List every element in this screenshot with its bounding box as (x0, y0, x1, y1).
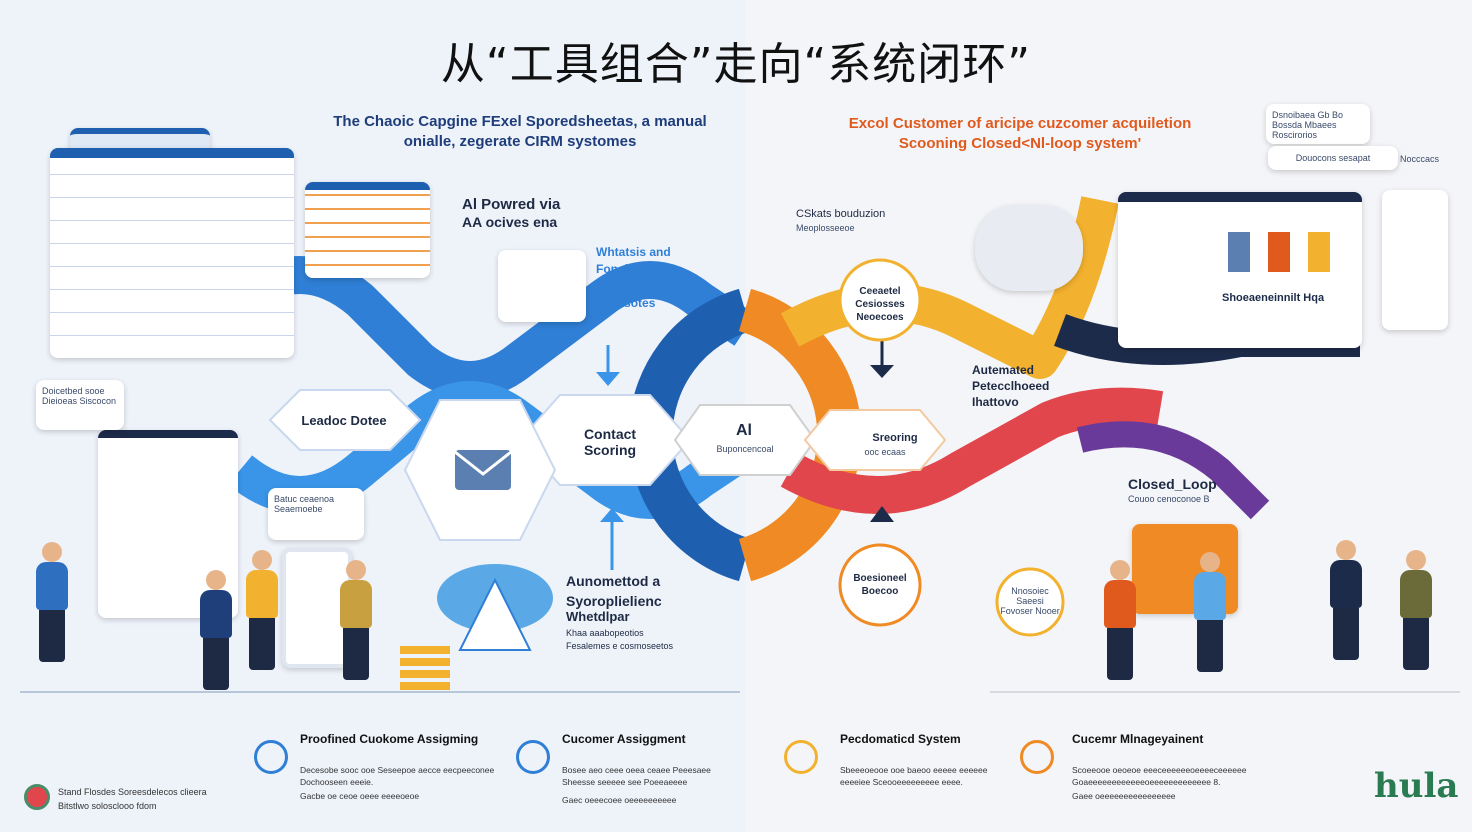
top-note-card: Dsnoibaea Gb Bo Bossda Mbaees Roscirorio… (1266, 104, 1370, 144)
ai-powered-sub: AA ocives ena (462, 214, 558, 230)
down-arrow-icon (596, 372, 620, 386)
person-right-3 (1330, 540, 1362, 660)
pencil-bubble (975, 205, 1083, 291)
ai-chat-bubble (498, 250, 586, 322)
bottom-icon-2 (516, 740, 550, 774)
chat-sub-label: Meoplosseeoe (796, 223, 855, 233)
scoring-label: Sreoring (872, 432, 918, 444)
chart-bar-3 (1308, 232, 1330, 272)
bubble-left: Doicetbed sooe Dieioeas Siscocon (36, 380, 124, 430)
left-subtitle-line2: onialle, zegerate CIRM systomes (403, 133, 637, 150)
down-arrow-icon-right (870, 365, 894, 378)
person-right-1 (1104, 560, 1136, 680)
ai-sub-label: Buponcencoal (716, 444, 774, 454)
bottom-item-2-title: Cucomer Assiggment (562, 732, 686, 746)
nnosoiec-circle (995, 567, 1065, 637)
closed-loop-label: Closed_Loop (1128, 476, 1217, 492)
left-subtitle-line1: The Chaoic Capgine FExel Sporedsheetas, … (333, 113, 707, 130)
right-subtitle-line1: Excol Customer of aricipe cuzcomer acqui… (848, 115, 1192, 132)
person-right-2 (1194, 552, 1226, 672)
boesioneel-label: Boesioneel Boecoo (853, 573, 907, 597)
scoring-sub-label: ooc ecaas (864, 447, 906, 457)
corner-note-line1: Stand Flosdes Soreesdelecos clieera (58, 787, 207, 797)
chat-label: CSkats bouduzion (796, 208, 886, 220)
red-flow-band (780, 387, 1164, 514)
scoring-hexagon (803, 409, 947, 471)
bottom-item-2-foot: Gaec oeeecoee oeeeeeeeeee (562, 795, 677, 805)
ai-powered-title: Al Powred via (462, 196, 561, 213)
brand-logo: hula (1374, 766, 1459, 806)
dashboard-label: Shoeaeneinnilt Hqa (1222, 292, 1325, 304)
right-dashboard: Shoeaeneinnilt Hqa (1118, 192, 1362, 348)
bottom-item-1-foot: Gacbe oe ceoe oeee eeeeoeoe (300, 791, 420, 801)
nnosoiec-label: Nnosoiec Saeesi Fovoser Nooer (1000, 586, 1060, 616)
automated-right-label: Autemated Petecclhoeed Ihattovo (972, 363, 1050, 409)
right-subtitle: Excol Customer of aricipe cuzcomer acqui… (820, 114, 1220, 154)
bottom-item-1-desc: Decesobe sooc ooe Seseepoe aecce eecpeec… (300, 765, 495, 787)
closed-loop-sub: Couoo cenoconoe B (1128, 494, 1210, 504)
up-arrow-icon-right (870, 506, 894, 522)
whatsapp-label: Whtatsis and Foneisecapier, Wororbeteaan… (596, 245, 680, 310)
bottom-item-3-title: Pecdomaticd System (840, 732, 961, 746)
right-subtitle-line2: Scooning Closed<Nl-loop system' (898, 135, 1142, 152)
chart-bar-2 (1268, 232, 1290, 272)
bottom-icon-3 (784, 740, 818, 774)
top-note-text: Dsnoibaea Gb Bo Bossda Mbaees Roscirorio… (1272, 110, 1344, 140)
ceeaded-circle (838, 258, 922, 342)
ceeaded-label: Ceeaetel Cesiosses Neoecoes (855, 285, 905, 323)
contact-scoring-label: Contact Scoring (583, 426, 637, 458)
bottom-icon-4 (1020, 740, 1054, 774)
bottom-item-1-title: Proofined Cuokome Assigming (300, 732, 479, 746)
top-note-label-2: Nocccacs (1400, 154, 1440, 164)
avatar-panel (1382, 190, 1448, 330)
spreadsheet-window-front (305, 182, 430, 278)
automated-label-1: Aunomettod a (566, 573, 661, 589)
bubble-left-text: Doicetbed sooe Dieioeas Siscocon (42, 386, 117, 406)
purple-flow-band (1076, 421, 1270, 520)
bubble-mid: Batuc ceaenoa Seaemoebe (268, 488, 364, 540)
left-subtitle: The Chaoic Capgine FExel Sporedsheetas, … (300, 112, 740, 152)
page-title: 从“工具组合”走向“系统闭环” (440, 39, 1032, 90)
person-right-4 (1400, 550, 1432, 670)
top-note-pill: Douocons sesapat (1268, 146, 1398, 170)
person-left-1 (36, 542, 68, 662)
automated-small-text: Khaa aaabopeotios Fesalemes e cosmoseeto… (566, 628, 674, 651)
bottom-item-2-desc: Bosee aeo ceee oeea ceaee Peeesaee Shees… (562, 765, 711, 787)
automated-label-2: Syoroplielienc (566, 593, 662, 609)
automated-label-3: Whetdlpar (566, 609, 630, 624)
bottom-item-3-desc: Sbeeeoeooe ooe baeoo eeeee eeeeee eeeeie… (840, 765, 988, 787)
person-left-3 (246, 550, 278, 670)
top-note-label-1: Douocons sesapat (1295, 153, 1371, 163)
bottom-item-4-title: Cucemr Mlnageyainent (1072, 732, 1204, 746)
mail-icon (455, 450, 511, 490)
warning-triangle-icon (458, 577, 532, 651)
person-left-4 (340, 560, 372, 680)
boesioneel-circle (838, 543, 922, 627)
bottom-item-4-desc: Scoeeooe oeoeoe eeeceeeeeeoeeeeceeeeee G… (1072, 765, 1247, 787)
person-left-2 (200, 570, 232, 690)
bottom-item-4-foot: Gaee oeeeeeeeeeeeeeeee (1072, 791, 1176, 801)
lead-data-hexagon (268, 389, 422, 451)
corner-logo-icon (24, 784, 50, 810)
bubble-mid-text: Batuc ceaenoa Seaemoebe (274, 494, 335, 514)
lead-data-label: Leadoc Dotee (301, 412, 387, 428)
ai-label: Al (736, 422, 752, 439)
blue-flow-band-upper (227, 256, 756, 399)
spreadsheet-window-main (50, 148, 294, 358)
up-arrow-icon (600, 508, 624, 522)
chart-bar-1 (1228, 232, 1250, 272)
corner-note-line2: Bitstlwo solosclooo fdom (58, 801, 157, 811)
ai-hexagon (673, 404, 817, 476)
bottom-icon-1 (254, 740, 288, 774)
